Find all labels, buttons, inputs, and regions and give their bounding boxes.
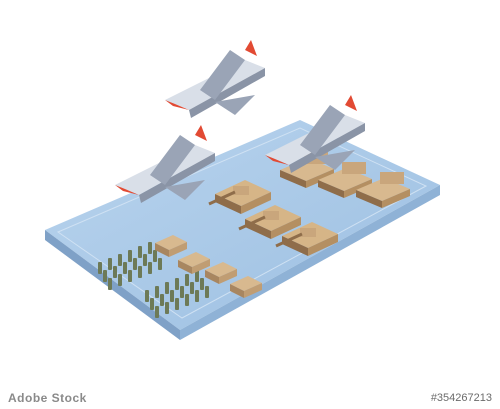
rocket-launchers <box>280 152 410 208</box>
soldier-formation-right <box>145 270 209 318</box>
fighter-jet-top <box>165 40 265 118</box>
watermark-bar: Adobe Stock #354267213 <box>0 387 500 409</box>
humvee-vehicles <box>155 235 262 298</box>
fighter-jet-right <box>265 95 365 173</box>
parade-platform <box>45 120 440 340</box>
adobe-stock-logo: Adobe Stock <box>8 391 87 405</box>
tank-column <box>208 180 338 256</box>
fighter-jet-left <box>115 125 215 203</box>
soldier-formation-left <box>98 242 162 290</box>
stock-id: #354267213 <box>430 392 492 404</box>
